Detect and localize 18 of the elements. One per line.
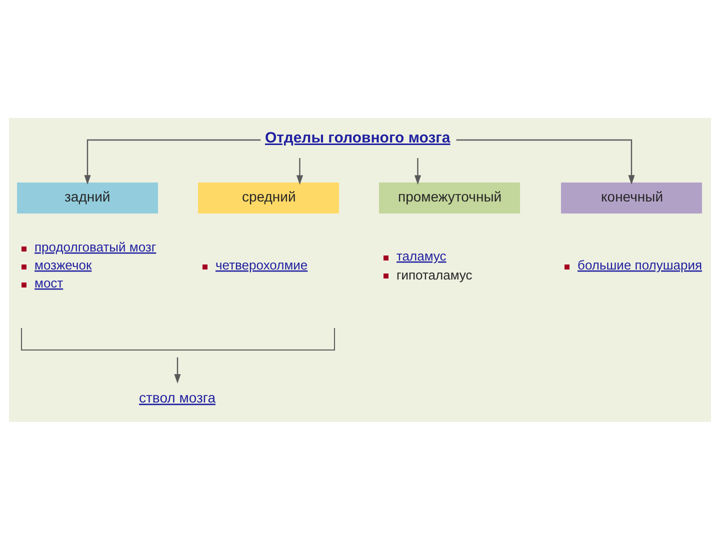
arrow: [456, 139, 635, 185]
arrow: [84, 139, 261, 185]
node-label: мост: [34, 275, 64, 290]
node-box: задний: [17, 182, 158, 214]
node-box: средний: [198, 182, 339, 214]
node-box: конечный: [561, 182, 702, 214]
node-label: продолговатый мозг: [34, 239, 156, 254]
arrow: [296, 158, 304, 185]
node-label: таламус: [396, 248, 446, 264]
node-text: ствол мозга: [139, 390, 216, 406]
node-label: гипоталамус: [396, 267, 472, 282]
node-label: мозжечок: [34, 257, 92, 272]
node-text: Отделы головного мозга: [265, 130, 450, 146]
node-label: большие полушария: [578, 257, 702, 272]
node-label: четверохолмие: [216, 257, 308, 272]
node-box: промежуточный: [379, 182, 520, 214]
arrow: [174, 357, 181, 384]
arrow: [414, 158, 422, 185]
